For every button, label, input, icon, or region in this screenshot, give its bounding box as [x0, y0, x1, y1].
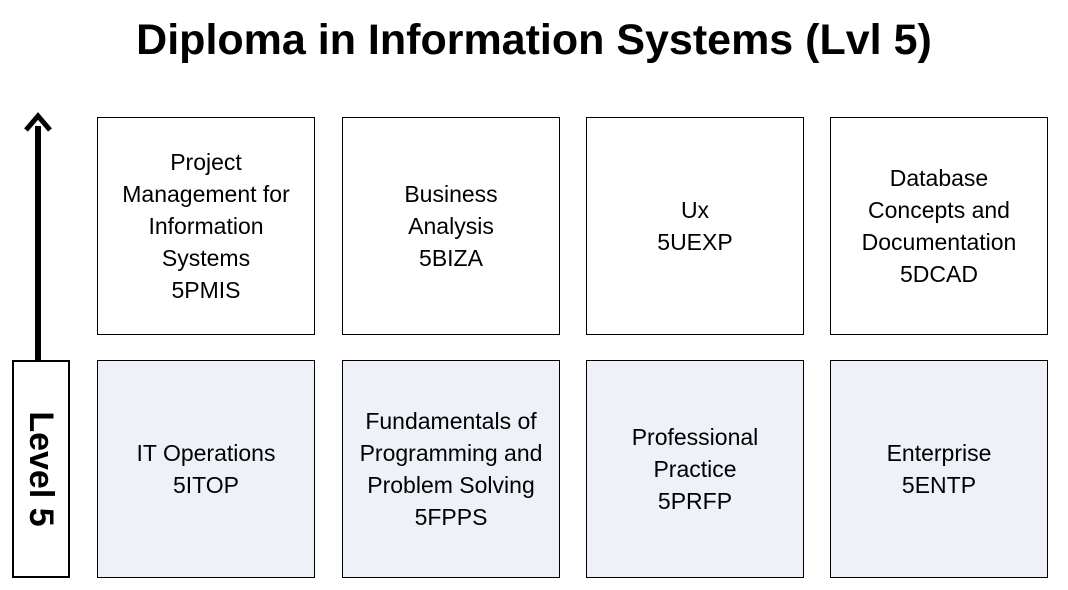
- module-name: IT Operations: [136, 440, 276, 466]
- module-code: 5PRFP: [657, 488, 733, 514]
- module-code: 5ITOP: [172, 472, 240, 498]
- module-code: 5ENTP: [901, 472, 977, 498]
- module-box-5entp: Enterprise 5ENTP: [830, 360, 1048, 578]
- diagram-title: Diploma in Information Systems (Lvl 5): [136, 16, 932, 64]
- module-name: Business Analysis: [404, 181, 498, 239]
- level-label: Level 5: [22, 411, 60, 527]
- module-box-5itop: IT Operations 5ITOP: [97, 360, 315, 578]
- module-box-5dcad: Database Concepts and Documentation 5DCA…: [830, 117, 1048, 335]
- level-indicator: Level 5: [12, 360, 70, 578]
- module-name: Ux: [680, 197, 710, 223]
- module-name: Project Management for Information Syste…: [122, 149, 290, 271]
- module-code: 5BIZA: [419, 245, 483, 271]
- module-name: Enterprise: [886, 440, 992, 466]
- module-name: Professional Practice: [631, 424, 759, 482]
- module-box-5biza: Business Analysis 5BIZA: [342, 117, 560, 335]
- module-code: 5PMIS: [171, 277, 241, 303]
- module-box-5fpps: Fundamentals of Programming and Problem …: [342, 360, 560, 578]
- module-name: Database Concepts and Documentation: [861, 165, 1017, 255]
- module-code: 5FPPS: [414, 504, 488, 530]
- module-code: 5DCAD: [900, 261, 978, 287]
- module-box-5pmis: Project Management for Information Syste…: [97, 117, 315, 335]
- module-box-5uexp: Ux 5UEXP: [586, 117, 804, 335]
- module-code: 5UEXP: [657, 229, 733, 255]
- module-box-5prfp: Professional Practice 5PRFP: [586, 360, 804, 578]
- module-name: Fundamentals of Programming and Problem …: [359, 408, 543, 498]
- up-arrow-icon: [24, 112, 52, 360]
